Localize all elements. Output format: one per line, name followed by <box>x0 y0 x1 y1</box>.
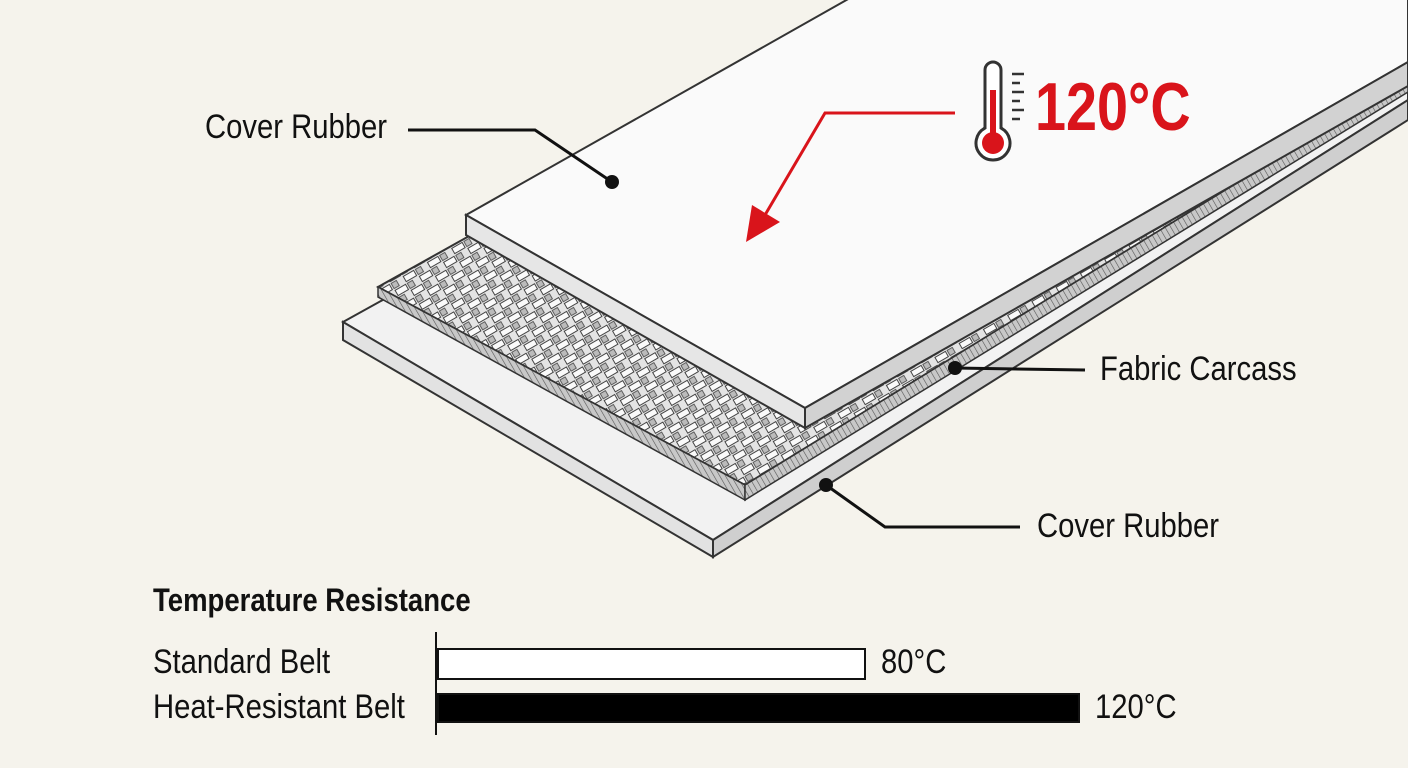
leader-line-bottom-cover <box>819 478 1020 529</box>
bar-heat-resistant-belt <box>437 693 1080 723</box>
leader-line-carcass <box>948 361 1086 375</box>
leader-line-top-cover <box>408 128 619 189</box>
heat-arrow-icon <box>746 111 955 242</box>
category-label: Standard Belt <box>153 643 331 681</box>
value-label: 120°C <box>1095 688 1177 726</box>
heat-temperature-callout: 120°C <box>1035 69 1191 145</box>
bar-standard-belt <box>437 648 866 680</box>
label-bottom-cover-rubber: Cover Rubber <box>1037 507 1220 545</box>
value-label: 80°C <box>880 643 946 681</box>
thermometer-icon <box>974 60 1024 162</box>
label-top-cover-rubber: Cover Rubber <box>205 108 388 146</box>
label-fabric-carcass: Fabric Carcass <box>1100 350 1297 388</box>
category-label: Heat-Resistant Belt <box>153 688 405 726</box>
chart-axis <box>435 632 437 735</box>
chart-title: Temperature Resistance <box>153 582 471 618</box>
top-cover-rubber-layer <box>463 0 1408 430</box>
